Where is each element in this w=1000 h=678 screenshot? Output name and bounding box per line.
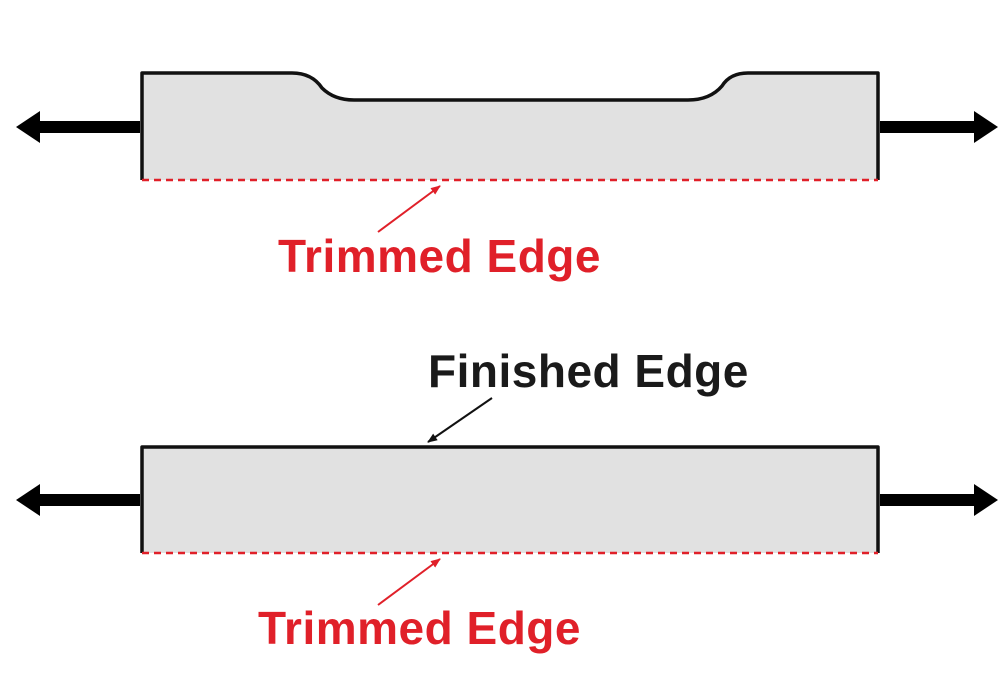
bottom-left-pull-arrow-icon <box>16 484 140 516</box>
bottom-specimen-body <box>140 445 880 553</box>
bottom-trimmed-edge-label: Trimmed Edge <box>258 602 581 654</box>
top-specimen-body <box>140 71 880 180</box>
bottom-specimen: Trimmed Edge <box>16 445 998 654</box>
bottom-trimmed-leader <box>377 558 441 606</box>
finished-edge-annotation: Finished Edge <box>427 345 749 443</box>
top-left-pull-arrow-icon <box>16 111 140 143</box>
bottom-right-pull-arrow-icon <box>880 484 998 516</box>
top-trimmed-edge-label: Trimmed Edge <box>278 230 601 282</box>
top-trimmed-leader <box>377 185 441 233</box>
top-specimen: Trimmed Edge <box>16 71 998 282</box>
finished-edge-label: Finished Edge <box>428 345 749 397</box>
finished-edge-leader <box>427 397 493 443</box>
top-right-pull-arrow-icon <box>880 111 998 143</box>
